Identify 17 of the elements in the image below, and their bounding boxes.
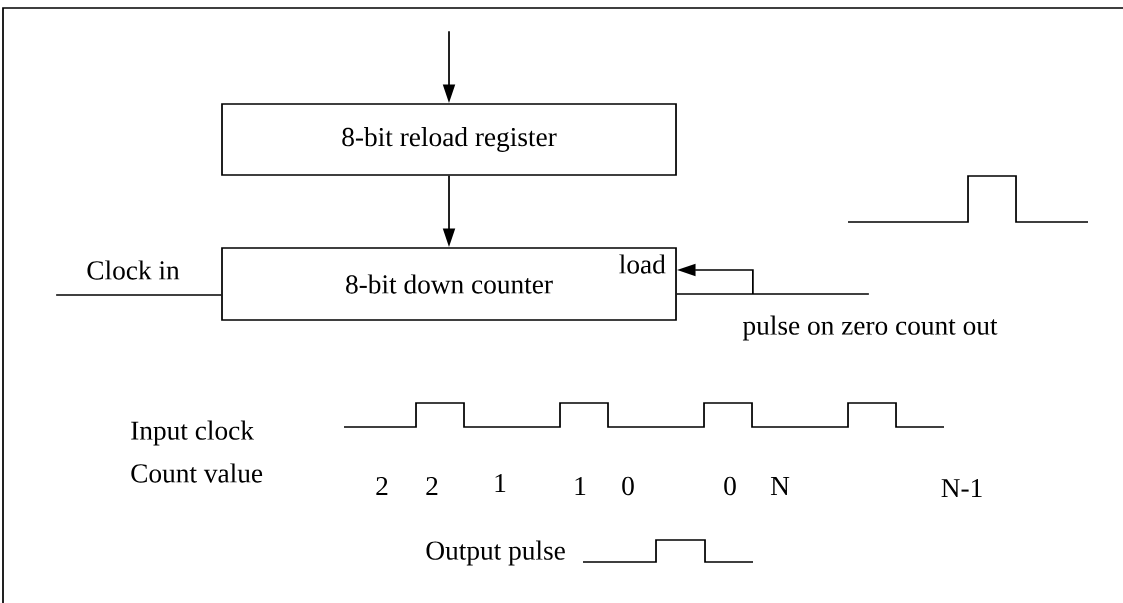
block-box: 8-bit reload register bbox=[221, 103, 677, 176]
count-value: N-1 bbox=[941, 479, 982, 498]
count-value: N bbox=[770, 477, 790, 495]
count-value: 1 bbox=[575, 477, 586, 496]
edge-label: pulse on zero count out bbox=[741, 314, 999, 342]
signal-label: Output pulse bbox=[426, 540, 565, 566]
count-value: 1 bbox=[495, 474, 506, 493]
count-value: 0 bbox=[622, 476, 634, 496]
signal-label: Count value bbox=[131, 463, 263, 483]
signal-label: Input clock bbox=[131, 420, 254, 446]
count-value: 2 bbox=[376, 476, 388, 496]
port-label: load bbox=[619, 254, 666, 274]
edge-label: Clock in bbox=[85, 259, 182, 281]
connector-line bbox=[55, 294, 222, 296]
connector-line bbox=[676, 293, 870, 295]
count-value: 0 bbox=[724, 476, 736, 496]
count-value: 2 bbox=[426, 476, 438, 496]
